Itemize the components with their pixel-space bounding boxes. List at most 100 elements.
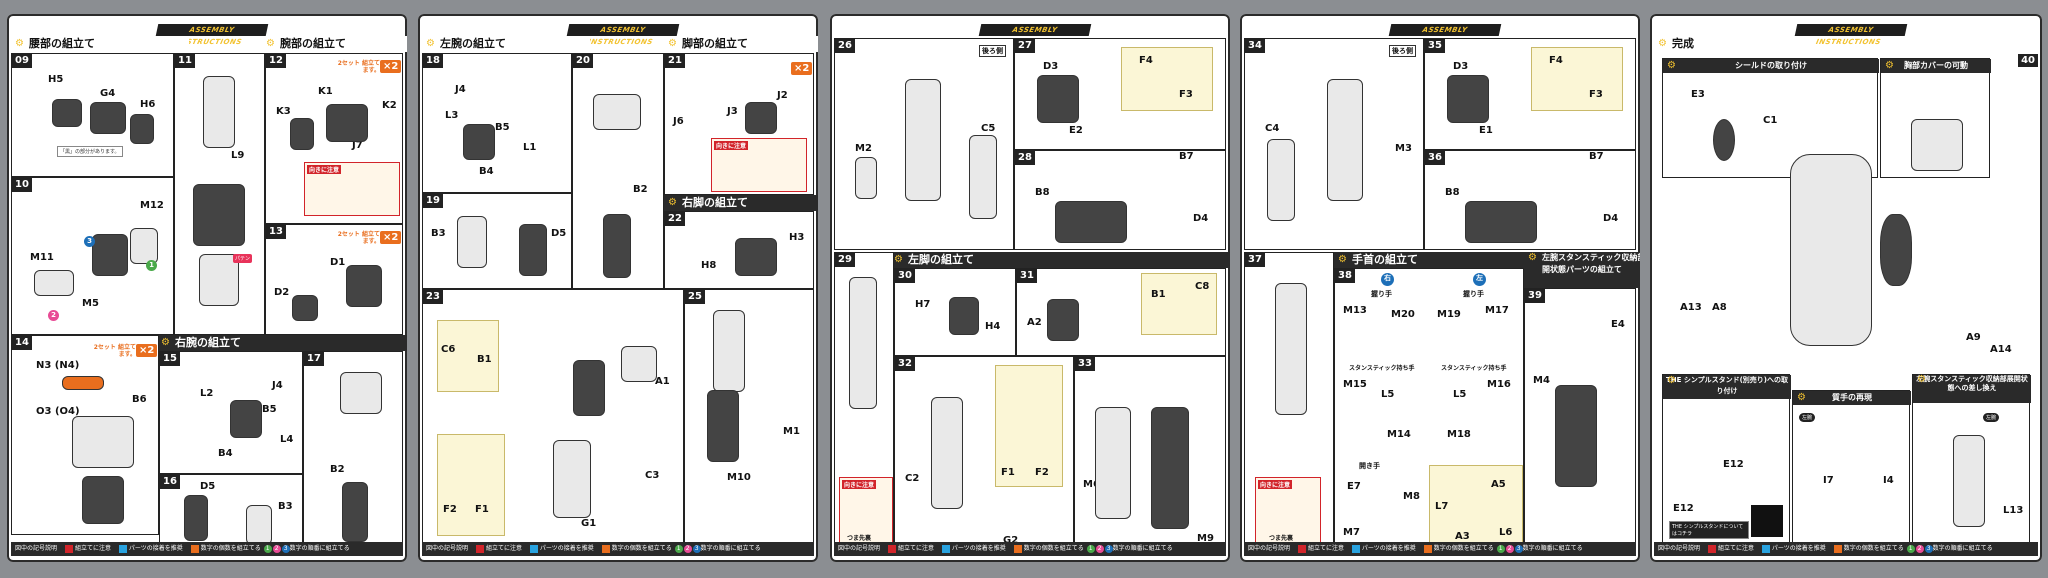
part-label: B4 [218,448,233,459]
part-drawing [246,505,272,545]
part-label: D5 [551,228,567,239]
instruction-page-1: ASSEMBLY INSTRUCTIONS 腰部の組立て 腕部の組立て 09 H… [7,14,407,562]
step-number: 21 [665,54,685,68]
step-number: 15 [160,352,180,366]
part-label: G2 [1003,535,1019,546]
part-drawing [735,238,777,276]
part-label: J4 [455,84,466,95]
times-two-badge: ×2 [136,344,158,357]
back-label: 後ろ側 [979,45,1006,57]
part-drawing [905,79,941,201]
part-drawing [621,346,657,382]
step-number: 34 [1245,39,1265,53]
step-38: 38 右 左 握り手 握り手 M13 M20 M19 M17 スタンスティック持… [1334,268,1524,550]
part-label: F4 [1549,55,1563,66]
sets-note: 2セット 組立てます。 [337,60,380,74]
left-arm-tag: 左腕 [1799,413,1816,422]
pink-tag: パテン [233,254,253,263]
part-drawing [82,476,124,524]
part-drawing [62,376,104,390]
stick-label: スタンスティック持ち手 [1349,365,1415,372]
part-drawing [52,99,82,127]
section-title-right-arm: 右腕の組立て [157,335,407,351]
part-label: F1 [475,504,489,515]
step-13: 13 2セット 組立てます。 ×2 D1 D2 [265,224,403,335]
part-drawing [1275,283,1307,415]
part-drawing [707,390,739,462]
part-label: J3 [727,106,738,117]
part-label: L9 [231,150,245,161]
section-title-arm: 腕部の組立て [262,36,407,52]
attention-icon [64,544,73,553]
part-label: C4 [1265,123,1280,134]
part-label: J7 [352,140,363,151]
step-number: 33 [1075,357,1095,371]
qr-code[interactable] [1751,505,1783,537]
part-label: M3 [1395,143,1412,154]
part-label: D2 [274,287,290,298]
order-icon-2: 2 [272,544,281,553]
step-10: 10 M12 M11 M5 3 1 2 [11,177,174,335]
part-label: I4 [1883,475,1894,486]
step-number: 35 [1425,39,1445,53]
part-label: E3 [1691,89,1705,100]
note: 「黒」の部分があります。 [57,146,123,157]
order-icon-1: 1 [674,544,683,553]
completed-figure [1790,154,1872,346]
legend-order: 数字の順番に組立てる [289,545,350,552]
times-two-badge: ×2 [380,60,402,73]
part-label: N3 (N4) [36,360,80,371]
part-drawing [130,114,154,144]
step-number: 37 [1245,253,1265,267]
part-label: D5 [200,481,216,492]
warning-box: 向きに注意 [839,477,893,549]
section-title-left-leg: 左脚の組立て [890,252,1230,268]
sub-title: THE シンプルスタンド(別売り)への取り付け [1663,375,1791,399]
part-label: A1 [655,376,670,387]
attention-icon [1297,544,1306,553]
step-number: 39 [1525,289,1545,303]
part-label: F2 [443,504,457,515]
instruction-page-2: ASSEMBLY INSTRUCTIONS 左腕の組立て 脚部の組立て 18 J… [418,14,818,562]
part-drawing [519,224,547,276]
step-number: 38 [1335,269,1355,283]
step-22: 22 H8 H3 [664,211,814,289]
part-label: F1 [1001,467,1015,478]
step-number: 32 [895,357,915,371]
step-number: 09 [12,54,32,68]
step-number: 17 [304,352,324,366]
step-number: 11 [175,54,195,68]
part-label: C1 [1763,115,1778,126]
legend-choice: パーツの接着を推奨 [951,545,1006,552]
part-drawing [593,94,641,130]
legend-count: 数字の個数を組立てる [200,545,261,552]
part-label: J6 [673,116,684,127]
legend-choice: パーツの接着を推奨 [128,545,183,552]
part-label: D1 [330,257,346,268]
count-icon [190,544,199,553]
part-drawing [203,76,235,148]
part-drawing [1047,299,1079,341]
part-drawing [193,184,245,246]
part-label: B5 [495,122,510,133]
legend-choice: パーツの接着を推奨 [1361,545,1416,552]
legend-choice: パーツの接着を推奨 [1771,545,1826,552]
warning-box: 向きに注意 [711,138,807,192]
part-label: B3 [278,501,293,512]
part-label: D4 [1603,213,1619,224]
step-number: 40 [2018,54,2038,67]
warning-title: 向きに注意 [307,165,342,174]
step-20: 20 B2 [572,53,664,289]
highlight-box [437,434,505,536]
step-23: 23 C6 B1 A1 F2 F1 G1 [422,289,684,550]
step-39: 39 E4 M4 [1524,288,1636,550]
part-label: J4 [272,380,283,391]
step-number: 22 [665,212,685,226]
order-1: 1 [146,260,157,271]
step-36: 36 B7 B8 D4 [1424,150,1636,250]
part-drawing [290,118,314,150]
part-drawing [745,102,777,134]
part-label: L5 [1381,389,1395,400]
